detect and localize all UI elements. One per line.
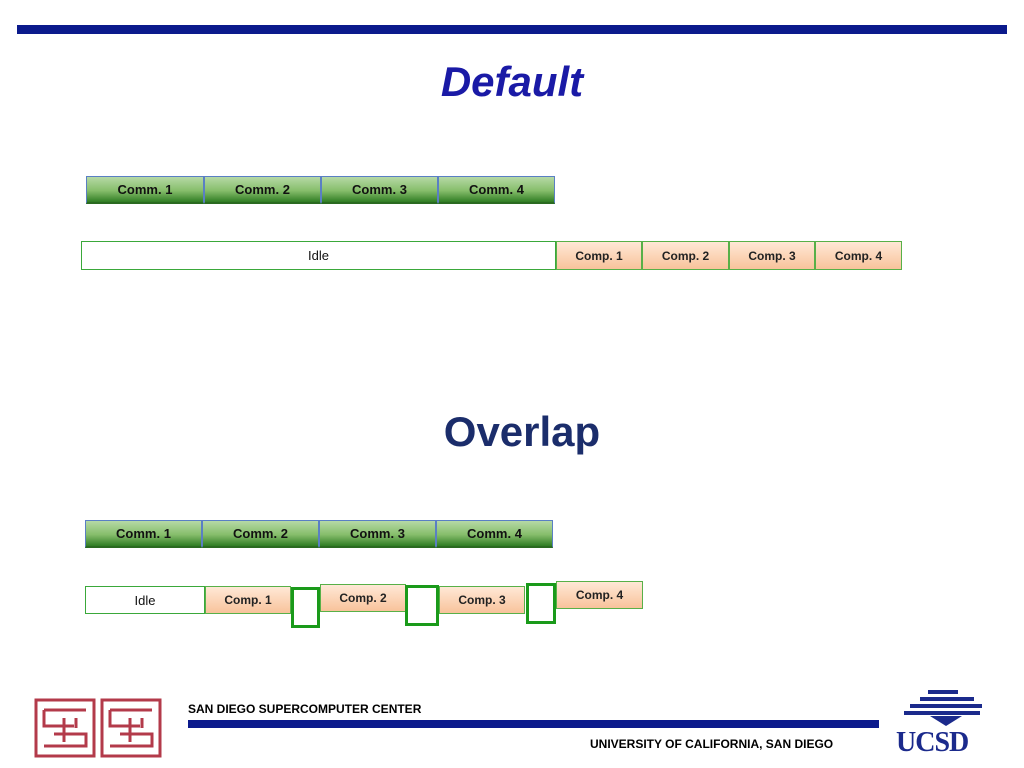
footer-left-org: SAN DIEGO SUPERCOMPUTER CENTER (188, 702, 422, 716)
default-comm-2: Comm. 2 (204, 176, 321, 204)
sdsc-logo-icon (34, 698, 162, 758)
default-comp-1: Comp. 1 (556, 241, 642, 270)
overlap-gap-3 (526, 583, 556, 624)
default-comp-4: Comp. 4 (815, 241, 902, 270)
default-comm-1: Comm. 1 (86, 176, 204, 204)
overlap-comm-3: Comm. 3 (319, 520, 436, 548)
default-comp-2: Comp. 2 (642, 241, 729, 270)
overlap-comm-2: Comm. 2 (202, 520, 319, 548)
default-comp-3: Comp. 3 (729, 241, 815, 270)
ucsd-logo-text: UCSD (896, 727, 969, 758)
overlap-comp-1: Comp. 1 (205, 586, 291, 614)
title-default: Default (440, 58, 584, 105)
overlap-comm-1: Comm. 1 (85, 520, 202, 548)
overlap-idle: Idle (85, 586, 205, 614)
default-comm-3: Comm. 3 (321, 176, 438, 204)
overlap-comp-4: Comp. 4 (556, 581, 643, 609)
overlap-gap-1 (291, 587, 320, 628)
overlap-comm-4: Comm. 4 (436, 520, 553, 548)
default-idle: Idle (81, 241, 556, 270)
footer-rule (188, 720, 879, 728)
top-rule (17, 25, 1007, 34)
default-comm-4: Comm. 4 (438, 176, 555, 204)
ucsd-logo-icon (904, 690, 982, 726)
footer-right-org: UNIVERSITY OF CALIFORNIA, SAN DIEGO (590, 737, 834, 751)
overlap-gap-2 (405, 585, 439, 626)
title-overlap: Overlap (443, 408, 601, 455)
overlap-comp-2: Comp. 2 (320, 584, 406, 612)
overlap-comp-3: Comp. 3 (439, 586, 525, 614)
